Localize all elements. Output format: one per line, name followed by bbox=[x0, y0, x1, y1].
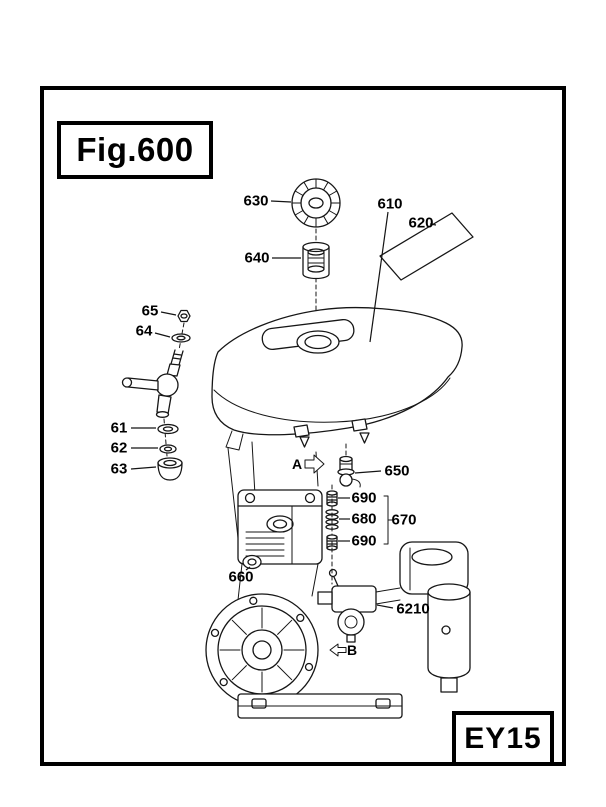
view-marker-A: A bbox=[291, 456, 303, 472]
part-label-630: 630 bbox=[243, 192, 269, 210]
engine-model-code: EY15 bbox=[464, 721, 542, 755]
part-label-640: 640 bbox=[244, 249, 270, 267]
part-label-610: 610 bbox=[377, 195, 403, 213]
figure-number-box: Fig.600 bbox=[57, 121, 213, 179]
part-label-690: 690 bbox=[351, 532, 377, 550]
part-label-690: 690 bbox=[351, 489, 377, 507]
washer-61 bbox=[157, 423, 179, 435]
filler-neck bbox=[296, 330, 340, 354]
part-label-620: 620 bbox=[408, 214, 434, 232]
figure-number: Fig.600 bbox=[76, 131, 194, 168]
fuel-strainer-drawing bbox=[302, 241, 330, 280]
part-label-64: 64 bbox=[135, 322, 153, 340]
leader-line-64 bbox=[154, 332, 171, 338]
gasket-drawing bbox=[242, 554, 262, 570]
part-label-680: 680 bbox=[351, 510, 377, 528]
part-label-62: 62 bbox=[110, 439, 128, 457]
view-arrow-b bbox=[329, 643, 347, 657]
engine-block-drawing bbox=[237, 489, 323, 601]
fuel-joint-drawing bbox=[337, 443, 361, 488]
decal-label-drawing bbox=[379, 212, 474, 281]
view-marker-B: B bbox=[346, 642, 358, 658]
engine-model-box: EY15 bbox=[452, 711, 554, 766]
part-label-670: 670 bbox=[391, 511, 417, 529]
engine-base-drawing bbox=[237, 693, 403, 719]
part-label-650: 650 bbox=[384, 462, 410, 480]
part-label-660: 660 bbox=[228, 568, 254, 586]
view-arrow-a bbox=[304, 454, 325, 474]
leader-line-630 bbox=[270, 200, 292, 203]
leader-line-610 bbox=[369, 211, 389, 343]
crankcase-cover-drawing bbox=[205, 593, 319, 707]
cap-knurl-ticks bbox=[291, 178, 341, 228]
washer-64 bbox=[171, 333, 191, 343]
leader-line-620 bbox=[429, 223, 437, 226]
leader-line-6210 bbox=[376, 604, 394, 609]
air-cleaner-bracket-drawing bbox=[399, 541, 471, 693]
part-label-61: 61 bbox=[110, 419, 128, 437]
cover-ribs bbox=[219, 607, 305, 693]
bolt-spring-set-drawing bbox=[325, 484, 394, 585]
leader-lines bbox=[130, 200, 437, 609]
leader-line-660 bbox=[245, 566, 251, 571]
nut-65 bbox=[177, 309, 191, 323]
group-bracket-670 bbox=[383, 495, 394, 545]
carburetor-drawing bbox=[317, 568, 401, 643]
leader-line-65 bbox=[160, 311, 177, 316]
fuel-tank-drawing bbox=[211, 307, 463, 557]
part-label-6210: 6210 bbox=[396, 600, 430, 618]
cooling-fins bbox=[245, 531, 285, 557]
leader-line-650 bbox=[354, 470, 382, 474]
part-label-63: 63 bbox=[110, 460, 128, 478]
fuel-cock-assembly-drawing bbox=[121, 309, 191, 481]
part-label-65: 65 bbox=[141, 302, 159, 320]
ring-62 bbox=[159, 444, 177, 454]
leader-line-63 bbox=[130, 466, 157, 470]
